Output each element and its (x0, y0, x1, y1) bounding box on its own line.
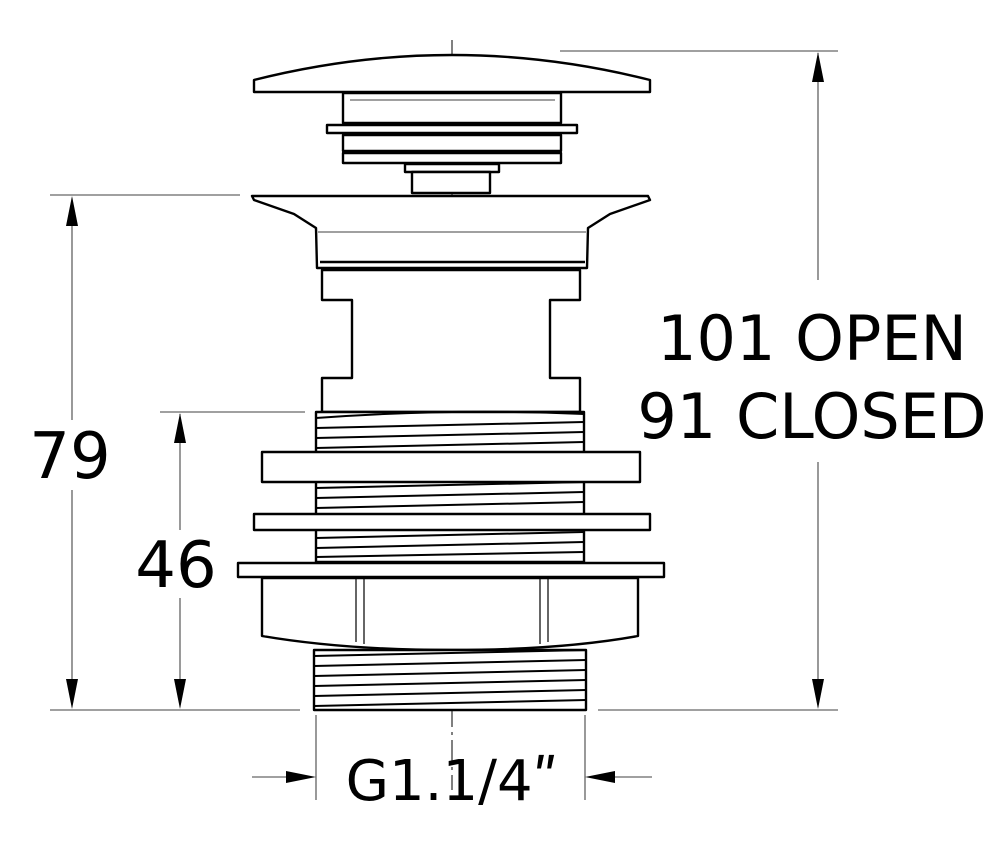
label-101-open: 101 OPEN (657, 302, 967, 375)
plug-stem (403, 162, 501, 195)
plug-cap (252, 53, 652, 165)
dimension-open-closed (812, 52, 824, 709)
dimension-46 (174, 413, 186, 709)
lower-thread (312, 648, 588, 712)
upper-thread (314, 410, 586, 564)
label-91-closed: 91 CLOSED (637, 380, 986, 453)
dimension-thread-size (252, 771, 652, 783)
hex-backnut (260, 576, 640, 652)
waste-flange (250, 194, 652, 270)
extension-lines (50, 50, 838, 800)
label-79: 79 (29, 420, 110, 494)
dimension-79 (66, 196, 78, 709)
label-thread-size: G1.1/4ʺ (346, 749, 559, 814)
waste-body (320, 268, 582, 414)
label-46: 46 (135, 529, 216, 603)
